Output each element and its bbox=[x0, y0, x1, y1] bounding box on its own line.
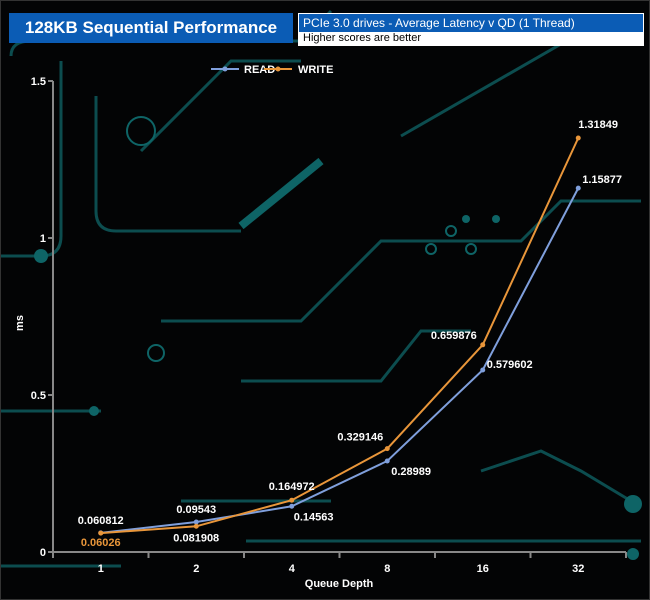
legend: READ WRITE bbox=[211, 64, 333, 76]
data-point-write bbox=[575, 135, 581, 141]
legend-write-marker bbox=[275, 66, 281, 72]
y-tick-label: 1.5 bbox=[31, 76, 46, 88]
legend-write-label: WRITE bbox=[298, 64, 333, 76]
data-point-read bbox=[384, 458, 390, 464]
x-tick-label: 4 bbox=[289, 563, 296, 575]
data-point-read bbox=[480, 367, 486, 373]
chart-note: Higher scores are better bbox=[299, 32, 643, 45]
data-label-read: 0.14563 bbox=[294, 511, 334, 523]
data-point-read bbox=[289, 503, 295, 509]
series-line-read bbox=[100, 187, 580, 534]
x-tick-label: 32 bbox=[572, 563, 584, 575]
legend-read-label: READ bbox=[244, 64, 275, 76]
data-label-write: 0.081908 bbox=[173, 532, 219, 544]
data-label-read: 0.579602 bbox=[487, 359, 533, 371]
x-tick-label: 1 bbox=[98, 563, 104, 575]
legend-read-marker bbox=[222, 66, 228, 72]
data-label-read: 0.060812 bbox=[78, 515, 124, 527]
x-axis-title: Queue Depth bbox=[305, 578, 374, 590]
data-point-write bbox=[384, 446, 390, 452]
data-point-read bbox=[193, 519, 199, 525]
data-label-write: 0.06026 bbox=[81, 537, 121, 549]
chart-subtitle: PCIe 3.0 drives - Average Latency v QD (… bbox=[299, 14, 643, 32]
data-point-read bbox=[575, 185, 581, 191]
data-label-write: 1.31849 bbox=[578, 119, 618, 131]
data-label-read: 0.09543 bbox=[176, 504, 216, 516]
data-point-write bbox=[193, 523, 199, 529]
data-label-read: 0.28989 bbox=[391, 466, 431, 478]
data-label-write: 0.329146 bbox=[337, 432, 383, 444]
y-axis-title: ms bbox=[14, 315, 26, 331]
series-line-write bbox=[100, 137, 580, 535]
x-tick-label: 8 bbox=[384, 563, 390, 575]
y-tick-label: 0 bbox=[40, 547, 46, 559]
data-point-write bbox=[480, 342, 486, 348]
y-tick-label: 0.5 bbox=[31, 390, 46, 402]
x-tick-label: 16 bbox=[477, 563, 489, 575]
subtitle-box: PCIe 3.0 drives - Average Latency v QD (… bbox=[298, 13, 644, 46]
data-label-read: 1.15877 bbox=[582, 174, 622, 186]
y-tick-label: 1 bbox=[40, 233, 46, 245]
data-point-write bbox=[98, 530, 104, 536]
x-tick-label: 2 bbox=[193, 563, 199, 575]
data-label-write: 0.164972 bbox=[269, 481, 315, 493]
data-label-write: 0.659876 bbox=[431, 330, 477, 342]
data-point-write bbox=[289, 497, 295, 503]
chart-title: 128KB Sequential Performance bbox=[9, 13, 293, 43]
